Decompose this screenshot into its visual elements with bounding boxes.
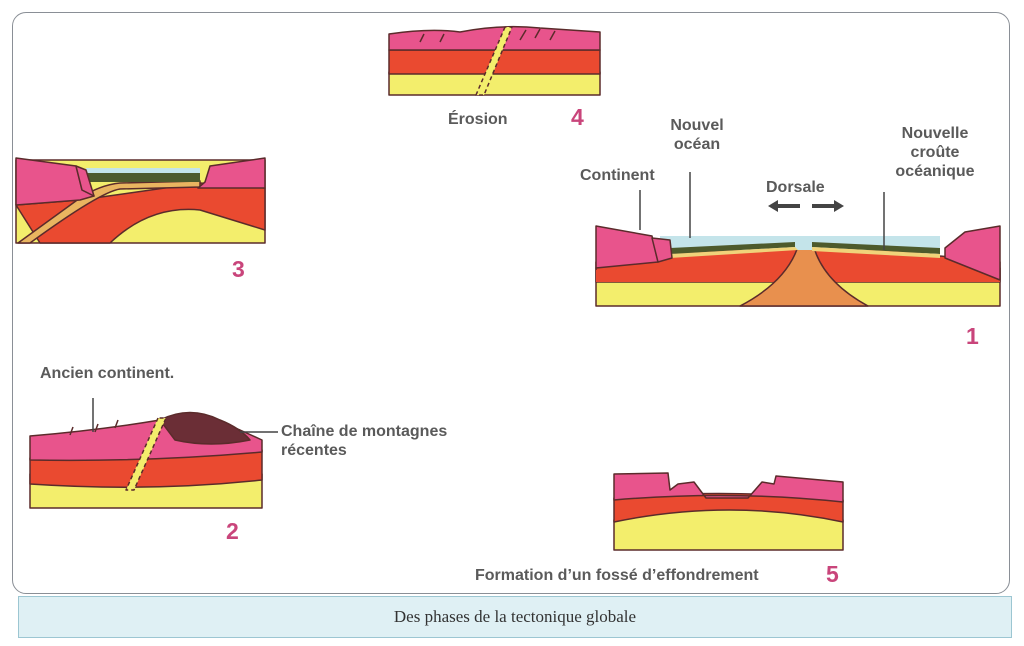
dorsale-arrows-icon: [768, 200, 844, 212]
diagram-5: [613, 472, 844, 551]
diagram-3: [15, 157, 266, 244]
label-erosion: Érosion: [448, 111, 508, 128]
phase-number-4: 4: [571, 104, 584, 130]
figure-caption: Des phases de la tectonique globale: [18, 596, 1012, 638]
caption-text: Des phases de la tectonique globale: [393, 607, 637, 626]
label-mountain-chain: Chaîne de montagnes récentes: [281, 423, 448, 459]
diagram-4-erosion: [388, 25, 601, 96]
phase-number-2: 2: [226, 518, 239, 544]
label-rift-formation: Formation d’un fossé d’effondrement: [475, 567, 759, 584]
phase-number-1: 1: [966, 323, 979, 349]
label-old-continent: Ancien continent.: [40, 365, 175, 382]
label-new-ocean: Nouvel océan: [670, 117, 724, 153]
diagram-2: [29, 411, 263, 509]
phase-number-5: 5: [826, 561, 839, 587]
label-new-oceanic-crust: Nouvelle croûte océanique: [895, 125, 975, 180]
diagram-1: [595, 225, 1001, 307]
label-dorsale: Dorsale: [766, 179, 825, 196]
label-continent: Continent: [580, 167, 655, 184]
phase-number-3: 3: [232, 256, 245, 282]
diagram-frame: [12, 12, 1010, 594]
